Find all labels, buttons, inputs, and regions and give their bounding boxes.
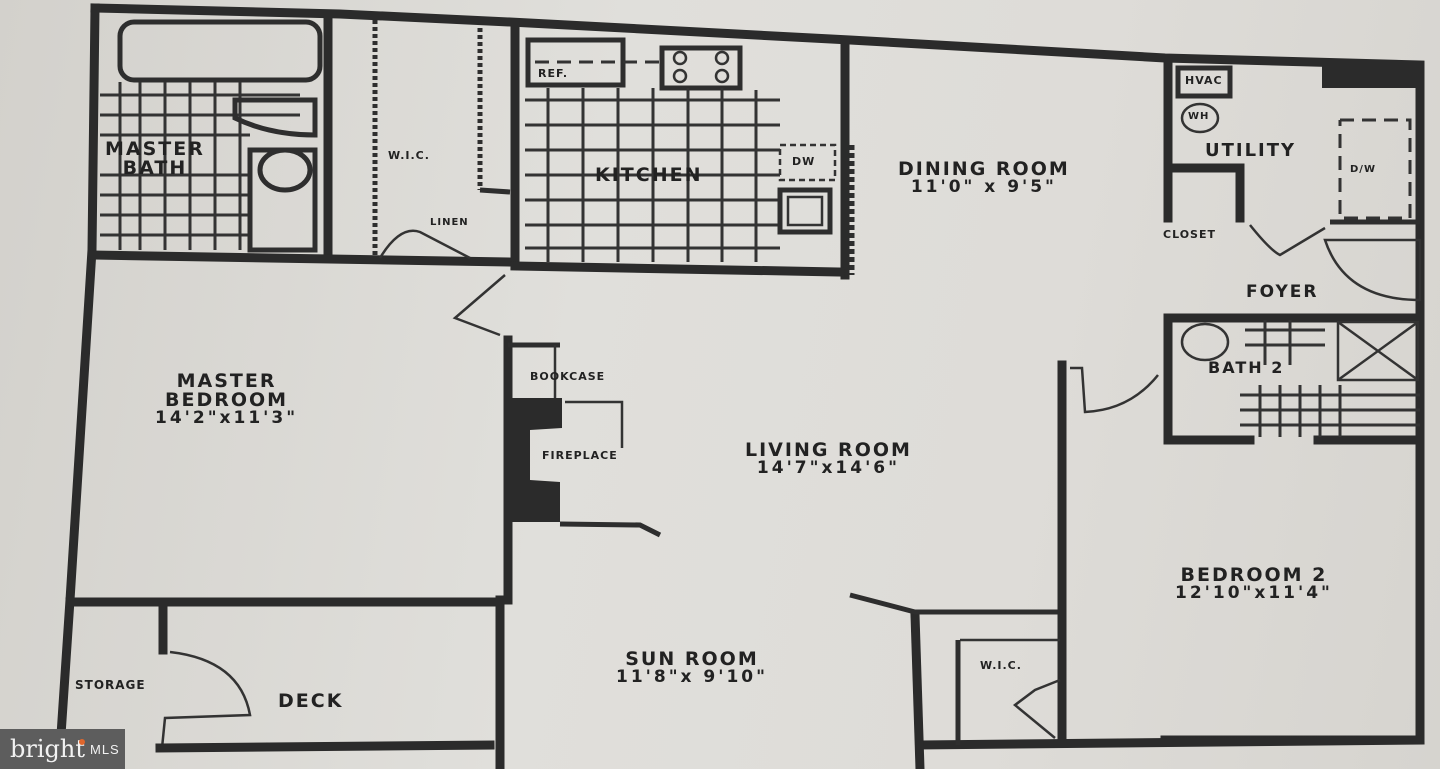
label-linen: LINEN [430,217,469,228]
label-dishwasher: DW [792,155,816,168]
label-bath-2: BATH 2 [1208,358,1285,377]
label-dryer-washer: D/W [1350,164,1376,175]
label-utility: UTILITY [1205,140,1297,161]
label-sun-room: SUN ROOM 11'8"x 9'10" [616,648,768,687]
label-kitchen: KITCHEN [595,164,703,186]
bright-mls-watermark: bright MLS [0,729,125,769]
watermark-dot-icon [78,739,85,745]
label-deck: DECK [278,690,344,712]
label-fireplace: FIREPLACE [542,449,618,462]
label-closet: CLOSET [1163,228,1216,241]
watermark-suffix: MLS [89,741,120,757]
label-dining-room: DINING ROOM 11'0" x 9'5" [898,158,1070,197]
label-living-room: LIVING ROOM 14'7"x14'6" [745,439,912,478]
label-wic-master: W.I.C. [388,149,430,162]
label-ref: REF. [538,67,569,80]
label-storage: STORAGE [75,678,146,692]
label-foyer: FOYER [1246,282,1319,302]
label-master-bedroom: MASTER BEDROOM 14'2"x11'3" [155,370,299,428]
label-master-bath: MASTER BATH [105,138,205,179]
label-water-heater: WH [1188,111,1210,122]
label-bookcase: BOOKCASE [530,370,606,383]
label-wic-bedroom-2: W.I.C. [980,659,1022,672]
label-bedroom-2: BEDROOM 2 12'10"x11'4" [1175,564,1333,603]
label-hvac: HVAC [1185,74,1223,87]
watermark-brand: bright [10,735,85,763]
